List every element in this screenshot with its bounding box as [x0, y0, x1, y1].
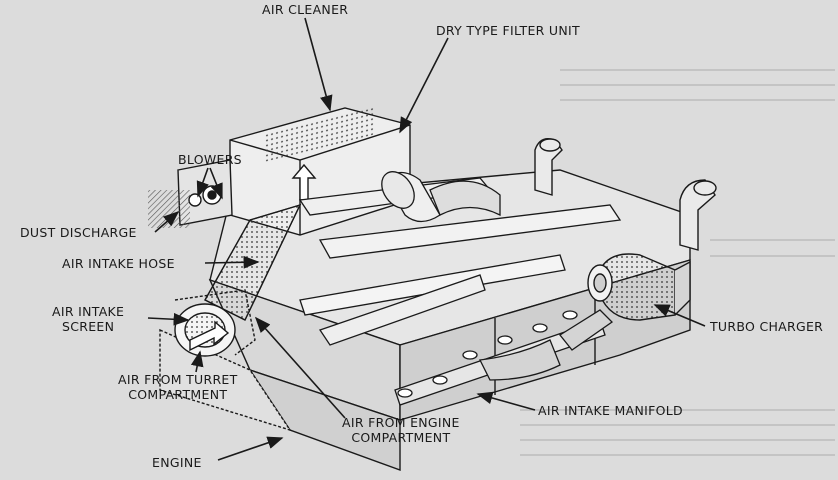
label-air-intake-screen-line2: SCREEN — [61, 319, 115, 334]
leader-blowers-2 — [209, 167, 223, 200]
leader-lines — [147, 17, 706, 461]
intake-manifold — [394, 309, 614, 406]
label-air-intake-manifold-text: AIR INTAKE MANIFOLD — [538, 403, 683, 418]
dust-discharge-hatching — [148, 190, 190, 228]
label-air-intake-screen: AIR INTAKE SCREEN — [52, 304, 124, 334]
background-page-text — [520, 69, 835, 456]
label-air-from-engine-line1: AIR FROM ENGINE — [342, 415, 460, 430]
leader-air-from-engine — [254, 316, 346, 419]
label-turbo-charger: TURBO CHARGER — [710, 319, 823, 334]
label-air-intake-manifold: AIR INTAKE MANIFOLD — [538, 403, 683, 418]
label-air-from-engine-line2: COMPARTMENT — [351, 430, 451, 445]
air-intake-screen — [174, 289, 256, 357]
leader-air-intake-screen — [147, 312, 190, 326]
turbo-charger — [587, 253, 691, 321]
intake-tubes — [298, 171, 622, 346]
leader-dust-discharge — [154, 210, 180, 233]
label-air-from-turret-compartment: AIR FROM TURRET COMPARTMENT — [118, 372, 238, 402]
label-air-cleaner-text: AIR CLEANER — [262, 2, 349, 17]
label-blowers: BLOWERS — [178, 152, 242, 167]
label-dry-type-filter-unit-text: DRY TYPE FILTER UNIT — [436, 23, 580, 38]
label-dust-discharge: DUST DISCHARGE — [20, 225, 137, 240]
label-turbo-charger-text: TURBO CHARGER — [710, 319, 824, 334]
label-air-intake-hose-text: AIR INTAKE HOSE — [62, 256, 175, 271]
label-air-intake-screen-line1: AIR INTAKE — [52, 304, 125, 319]
leader-blowers-1 — [196, 167, 209, 198]
label-air-intake-hose: AIR INTAKE HOSE — [62, 256, 175, 271]
label-air-from-turret-line2: COMPARTMENT — [128, 387, 228, 402]
leader-dry-type-filter — [399, 37, 449, 134]
label-air-cleaner: AIR CLEANER — [262, 2, 348, 17]
label-dust-discharge-text: DUST DISCHARGE — [20, 225, 137, 240]
leader-turbo-charger — [653, 304, 706, 327]
label-air-from-turret-line1: AIR FROM TURRET — [118, 372, 238, 387]
leader-air-intake-hose — [204, 255, 260, 269]
leader-engine — [217, 436, 284, 461]
label-dry-type-filter-unit: DRY TYPE FILTER UNIT — [436, 23, 580, 38]
exhaust-stacks — [534, 138, 717, 251]
label-blowers-text: BLOWERS — [178, 152, 242, 167]
leader-air-cleaner — [304, 17, 333, 112]
leader-air-from-turret — [190, 350, 204, 373]
leader-air-intake-manifold — [476, 391, 536, 411]
label-engine-text: ENGINE — [152, 455, 202, 470]
label-engine: ENGINE — [152, 455, 202, 470]
label-air-from-engine-compartment: AIR FROM ENGINE COMPARTMENT — [342, 415, 460, 445]
